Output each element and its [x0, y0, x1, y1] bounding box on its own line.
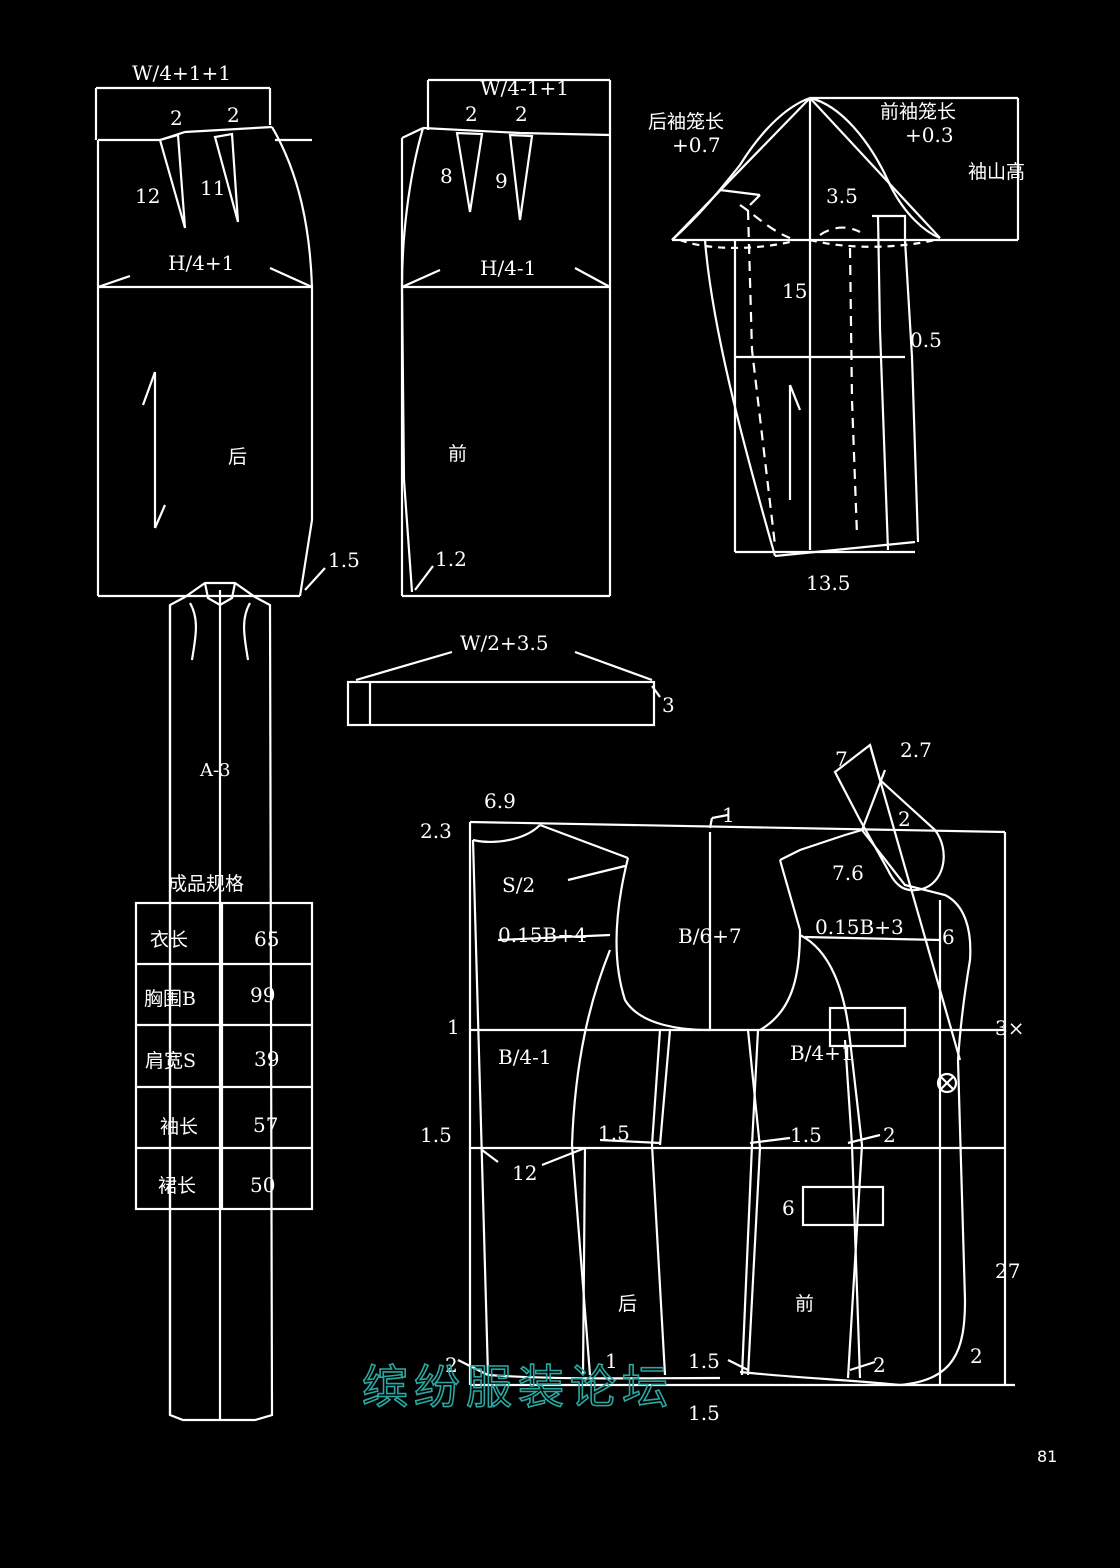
sleeve-draft: [671, 96, 1020, 558]
waistband-draft: [346, 650, 661, 727]
hem-front: 2: [873, 1353, 886, 1377]
page-number: 81: [1037, 1447, 1057, 1466]
front-skirt-labels: W/4-1+1 2 2 8 9 H/4-1 前 1.2: [435, 76, 569, 571]
figure-id: A-3: [199, 760, 231, 781]
hem-front-ext: 2: [970, 1344, 983, 1368]
hem-dart-2: 1.5: [688, 1349, 720, 1373]
sleeve-elbow-length: 15: [782, 279, 807, 303]
waist-back-side: 1.5: [420, 1123, 452, 1147]
back-hip-formula: H/4+1: [168, 251, 234, 275]
waist-front-side: 2: [883, 1123, 896, 1147]
neck-width: 6.9: [484, 789, 516, 813]
front-chest-formula: B/4+1: [790, 1041, 854, 1065]
front-skirt-draft: [400, 78, 612, 598]
spec-row-value: 57: [253, 1113, 278, 1137]
cap-height-label: 袖山高: [968, 161, 1025, 183]
pocket-depth: 6: [782, 1196, 795, 1220]
sleeve-elbow-offset: 0.5: [910, 328, 942, 352]
collar-width-2: 2.7: [900, 738, 932, 762]
front-shoulder-drop: 1: [722, 803, 735, 827]
hem-dart-1: 1: [605, 1349, 618, 1373]
front-dart-length-1: 8: [440, 164, 453, 188]
front-dart-length-2: 9: [495, 169, 508, 193]
jacket-labels: 6.9 2.3 1 S/2 0.15B+4 B/6+7 0.15B+3 7.6 …: [420, 738, 1024, 1425]
armhole-depth-formula: B/6+7: [678, 924, 742, 948]
front-dart-intake-2: 2: [515, 102, 528, 126]
spec-table: 成品规格 衣长 65 胸围B 99 肩宽S 39 袖长 57 裙长 50: [144, 873, 279, 1197]
back-dart-length-2: 11: [200, 176, 225, 200]
waist-back-dart: 12: [512, 1161, 537, 1185]
spec-row-value: 65: [254, 927, 279, 951]
front-length: 27: [995, 1259, 1020, 1283]
collar-stand: 2: [898, 807, 911, 831]
spec-row-value: 99: [250, 983, 275, 1007]
waist-dart-1: 1.5: [598, 1121, 630, 1145]
front-neck-width: 7.6: [832, 861, 864, 885]
spec-table-frame: [134, 901, 314, 1211]
spec-table-title: 成品规格: [168, 873, 244, 895]
jacket-back-label: 后: [618, 1293, 637, 1315]
spec-row-name: 裙长: [158, 1175, 196, 1197]
front-armhole-add: +0.3: [905, 123, 954, 147]
back-skirt-draft: [94, 86, 326, 598]
jacket-front-label: 前: [795, 1293, 814, 1315]
back-chest-formula: B/4-1: [498, 1045, 552, 1069]
back-dart-intake-1: 2: [170, 106, 183, 130]
button-spacing: 3×: [995, 1016, 1024, 1040]
forum-watermark: 缤纷服装论坛: [362, 1360, 674, 1414]
back-armhole-add: +0.7: [672, 133, 721, 157]
back-waist-formula: W/4+1+1: [132, 61, 231, 85]
front-skirt-panel-label: 前: [448, 443, 467, 465]
back-skirt-labels: W/4+1+1 2 2 12 11 H/4+1 后 1.5: [132, 61, 360, 572]
waistband-width: 3: [662, 693, 675, 717]
back-armhole-label: 后袖笼长: [648, 111, 724, 133]
jacket-bodice-draft: [457, 743, 1015, 1387]
hem-dart-3: 1.5: [688, 1401, 720, 1425]
front-armhole-label: 前袖笼长: [880, 101, 956, 123]
front-hem-offset: 1.2: [435, 547, 467, 571]
waistband-length: W/2+3.5: [460, 631, 549, 655]
cap-offset: 3.5: [826, 184, 858, 208]
chest-line-mark: 1: [447, 1015, 460, 1039]
hem-back: 2: [445, 1353, 458, 1377]
back-dart-length-1: 12: [135, 184, 160, 208]
front-waist-formula: W/4-1+1: [480, 76, 569, 100]
collar-width-1: 7: [835, 747, 848, 771]
spec-row-name: 衣长: [150, 929, 188, 951]
waistband-labels: W/2+3.5 3: [460, 631, 675, 717]
back-width-formula: 0.15B+4: [498, 923, 587, 947]
back-dart-intake-2: 2: [227, 103, 240, 127]
back-neck-rise: 2.3: [420, 819, 452, 843]
jacket-thumbnail: [168, 581, 274, 1422]
lapel-extension: 6: [942, 925, 955, 949]
front-dart-intake-1: 2: [465, 102, 478, 126]
spec-row-name: 袖长: [160, 1116, 198, 1138]
sleeve-cuff-width: 13.5: [806, 571, 851, 595]
spec-row-name: 肩宽S: [145, 1050, 196, 1072]
spec-row-value: 39: [254, 1047, 279, 1071]
back-hem-offset: 1.5: [328, 548, 360, 572]
spec-row-name: 胸围B: [144, 988, 196, 1010]
half-shoulder: S/2: [502, 873, 535, 897]
back-skirt-panel-label: 后: [228, 446, 247, 468]
waist-dart-2: 1.5: [790, 1123, 822, 1147]
front-width-formula: 0.15B+3: [815, 915, 904, 939]
sleeve-labels: 后袖笼长 +0.7 前袖笼长 +0.3 袖山高 3.5 15 0.5 13.5: [648, 101, 1025, 595]
spec-row-value: 50: [250, 1173, 275, 1197]
front-hip-formula: H/4-1: [480, 256, 536, 280]
buttonhole-mark: [936, 1072, 958, 1094]
